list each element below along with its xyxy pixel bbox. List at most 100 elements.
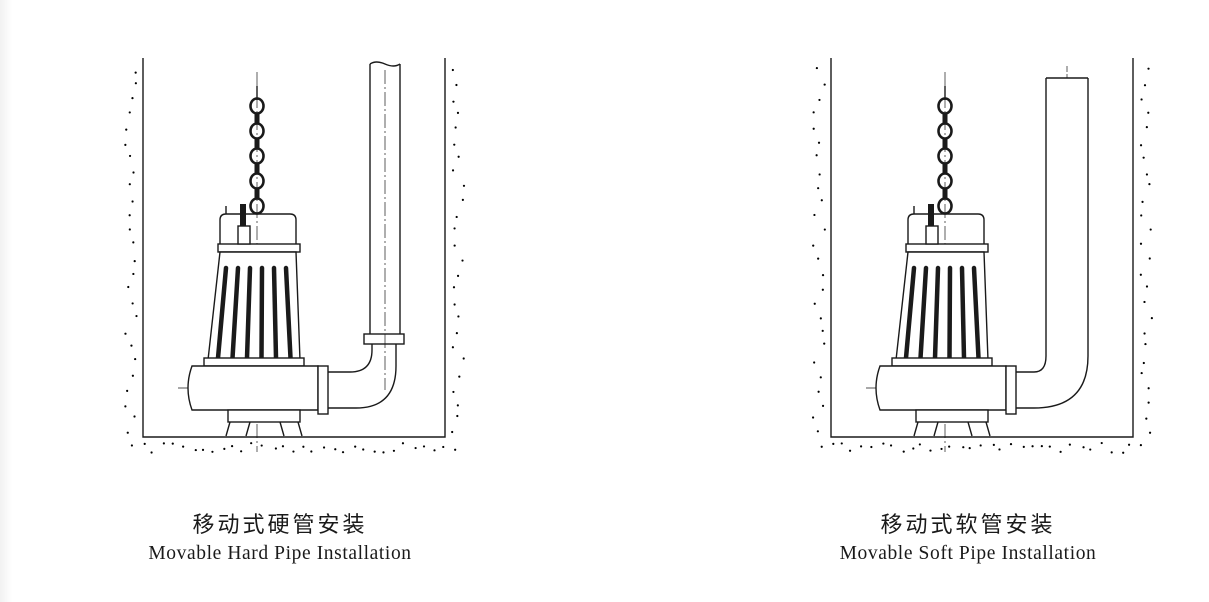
soil-dot <box>125 128 128 131</box>
lifting-handle <box>219 213 297 248</box>
cooling-fin <box>918 265 929 361</box>
soil-dot <box>128 183 131 186</box>
soil-dot <box>124 405 127 408</box>
soil-dot <box>451 169 455 172</box>
soil-dot <box>979 444 982 447</box>
soil-dot <box>819 317 822 320</box>
soil-dot <box>1139 242 1143 245</box>
soil-dot <box>150 451 153 454</box>
soil-dot <box>131 97 134 100</box>
soil-dot <box>454 126 457 129</box>
soil-dot <box>821 404 825 407</box>
soil-dot <box>1082 446 1085 449</box>
soil-dot <box>1139 144 1143 147</box>
motor-base-flange <box>203 357 305 367</box>
cooling-fin <box>271 265 279 361</box>
soil-dot <box>1149 228 1152 231</box>
hose-inner <box>1016 78 1089 409</box>
soil-dot <box>818 98 821 102</box>
soil-texture <box>124 68 466 454</box>
soil-dot <box>401 442 405 445</box>
soil-dot <box>292 450 295 453</box>
soil-dot <box>194 448 197 452</box>
soil-dot <box>816 430 819 433</box>
soil-dot <box>131 374 134 377</box>
soil-dot <box>354 445 357 448</box>
soil-dot <box>815 154 818 157</box>
soil-dot <box>1148 257 1151 260</box>
soil-dot <box>128 214 131 217</box>
soil-dot <box>456 274 460 277</box>
soil-dot <box>1150 317 1153 320</box>
soil-dot <box>442 445 445 449</box>
soil-dot <box>130 344 133 347</box>
discharge-flange <box>1005 365 1017 415</box>
soil-dot <box>848 449 852 452</box>
soil-dot <box>1147 401 1150 404</box>
soil-dot <box>1059 450 1062 453</box>
soil-dot <box>131 200 134 203</box>
cooling-fin <box>947 265 953 361</box>
lifting-chain <box>937 86 953 215</box>
soil-dot <box>456 111 460 115</box>
soil-dot <box>223 447 226 450</box>
elbow-inner <box>328 344 397 409</box>
pipe-coupling <box>363 333 405 345</box>
soil-dot <box>134 82 137 85</box>
motor-housing <box>203 251 305 367</box>
hard-pipe-riser <box>369 64 401 334</box>
pump-volute <box>187 365 329 437</box>
soil-dot <box>948 445 951 448</box>
cooling-fin <box>215 265 229 361</box>
soil-dot <box>126 389 129 393</box>
chain-link <box>254 137 260 150</box>
soil-dot <box>1100 441 1103 445</box>
soil-dot <box>820 445 823 448</box>
cooling-fin <box>903 265 917 361</box>
soil-dot <box>132 241 135 244</box>
hard-pipe-installation-diagram <box>124 58 466 454</box>
soil-dot <box>310 450 313 453</box>
soil-dot <box>1144 342 1147 346</box>
soil-dot <box>126 431 129 434</box>
soil-dot <box>250 442 253 445</box>
soil-dot <box>1068 443 1071 446</box>
soil-dot <box>929 449 932 452</box>
soil-dot <box>1140 214 1143 217</box>
pump-volute <box>875 365 1017 437</box>
soil-dot <box>128 111 131 114</box>
soil-dot <box>128 228 131 231</box>
soil-dot <box>812 111 815 114</box>
soil-dot <box>124 332 127 335</box>
soil-dot <box>132 272 135 276</box>
soil-dot <box>260 444 263 447</box>
soil-dot <box>127 285 130 289</box>
cooling-fin <box>971 265 981 361</box>
soil-dot <box>813 302 816 305</box>
soil-dot <box>992 443 995 446</box>
motor-top-flange <box>905 243 989 253</box>
page-edge-shadow <box>0 0 12 602</box>
soil-dot <box>1122 451 1125 454</box>
soil-dot <box>458 375 461 378</box>
cooling-fin <box>244 265 253 361</box>
soil-dot <box>1145 417 1148 420</box>
soil-dot <box>452 390 455 394</box>
pump-feet <box>913 421 991 437</box>
soil-dot <box>182 445 185 448</box>
soil-dot <box>457 315 460 318</box>
soil-dot <box>840 442 843 445</box>
soil-dot <box>817 187 820 190</box>
soil-dot <box>451 430 454 434</box>
soil-dot <box>422 445 426 448</box>
soil-dot <box>134 71 137 74</box>
soft-pipe-caption-en: Movable Soft Pipe Installation <box>839 543 1097 564</box>
soil-dot <box>454 448 457 451</box>
soil-dot <box>902 450 905 453</box>
soil-dot <box>131 302 134 305</box>
soil-dot <box>462 184 466 187</box>
soil-dot <box>832 442 835 445</box>
soil-dot <box>1040 445 1043 448</box>
cooling-fin <box>932 265 941 361</box>
cable-gland <box>237 225 251 245</box>
